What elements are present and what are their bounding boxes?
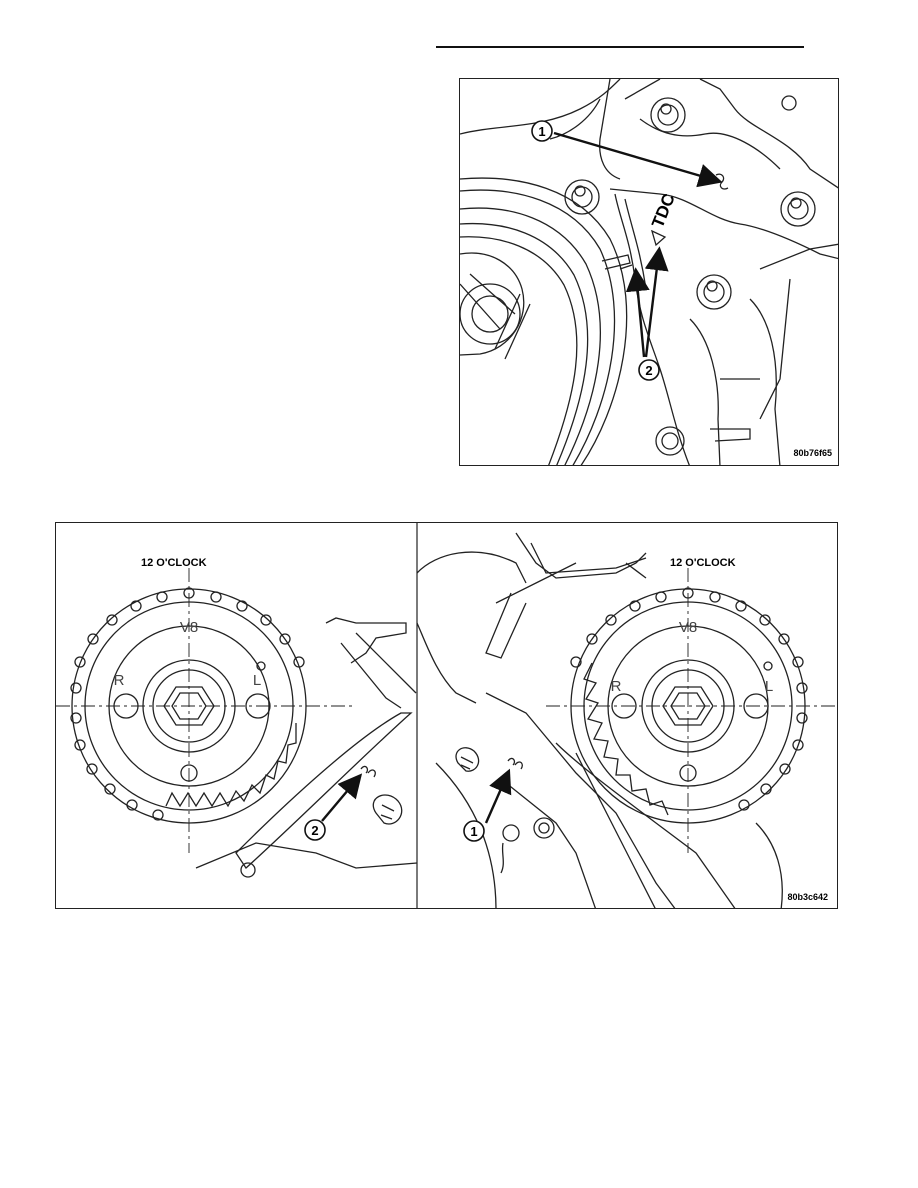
tdc-illustration: 1 2 TDC 80b76f65 <box>460 79 838 465</box>
right-mark-l: L <box>765 678 773 695</box>
figure-tdc-alignment: 1 2 TDC 80b76f65 <box>459 78 839 466</box>
figure-camshaft-sprocket-alignment: 2 12 O'CLOCK V8 R L <box>55 522 838 909</box>
right-mark-r: R <box>611 678 622 695</box>
callout-1: 1 <box>531 120 553 142</box>
left-mark-l: L <box>253 672 261 689</box>
left-callout-label: 2 <box>311 823 318 838</box>
left-clock-label: 12 O'CLOCK <box>141 557 207 569</box>
right-panel: 1 12 O'CLOCK V8 R L <box>416 532 837 908</box>
left-mark-r: R <box>114 672 125 689</box>
right-mark-v8: V8 <box>679 619 697 636</box>
sprocket-illustration: 2 12 O'CLOCK V8 R L <box>56 523 837 908</box>
figure-id: 80b3c642 <box>787 892 828 902</box>
left-sprocket-art <box>70 587 418 878</box>
callout-2: 2 <box>638 359 660 381</box>
callout-1-label: 1 <box>538 124 545 139</box>
header-rule <box>436 46 804 48</box>
right-callout-1: 1 <box>463 820 485 842</box>
tdc-label: TDC <box>648 191 679 231</box>
engine-line-art <box>460 79 838 465</box>
right-callout-label: 1 <box>470 824 477 839</box>
figure-id: 80b76f65 <box>793 448 832 458</box>
left-panel: 2 12 O'CLOCK V8 R L <box>56 557 418 878</box>
left-mark-v8: V8 <box>180 619 198 636</box>
callout-2-label: 2 <box>645 363 652 378</box>
left-callout-2: 2 <box>304 819 326 841</box>
right-sprocket-art <box>416 532 808 908</box>
right-clock-label: 12 O'CLOCK <box>670 557 736 569</box>
